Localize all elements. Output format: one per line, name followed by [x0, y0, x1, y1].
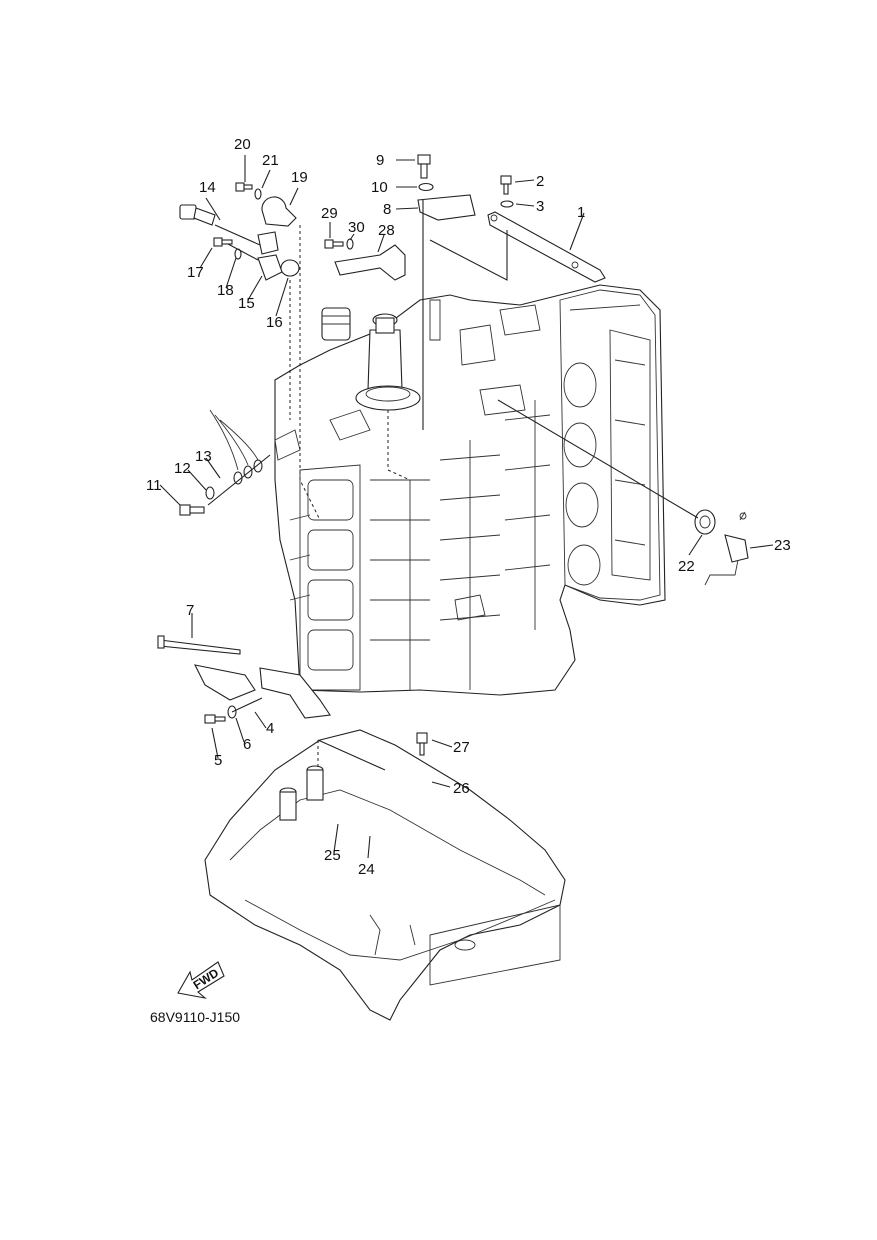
part-2-bolt: [500, 175, 512, 195]
callout-24: 24: [358, 861, 375, 878]
diagram-code: 68V9110-J150: [150, 1009, 240, 1025]
cylinder-ports: [563, 329, 651, 586]
part-28-bracket: [334, 244, 406, 281]
bottom-cowling: [204, 729, 566, 1021]
callout-21: 21: [262, 152, 279, 169]
callout-1: 1: [577, 204, 585, 221]
callout-numbers: 1 2 3 4 5 6 7 8 9 10 11 12 13 14 15 16 1…: [146, 136, 791, 878]
callout-29: 29: [321, 205, 338, 222]
callout-2: 2: [536, 173, 544, 190]
part-4-bracket: [194, 664, 256, 701]
crankshaft-top: [321, 307, 421, 411]
part-7-rod: [159, 639, 241, 655]
callout-26: 26: [453, 780, 470, 797]
callout-8: 8: [383, 201, 391, 218]
part-1-bracket: [487, 211, 606, 283]
callout-30: 30: [348, 219, 365, 236]
callout-4: 4: [266, 720, 274, 737]
engine-block: [274, 284, 666, 696]
part-12-washer: [205, 486, 215, 500]
callout-14: 14: [199, 179, 216, 196]
callout-9: 9: [376, 152, 384, 169]
callout-15: 15: [238, 295, 255, 312]
part-20-bolt: [235, 182, 253, 192]
callout-7: 7: [186, 602, 194, 619]
part-5-bolt: [204, 714, 226, 724]
callout-13: 13: [195, 448, 212, 465]
part-11-bolt: [179, 504, 205, 516]
part-21-washer: [254, 188, 262, 200]
part-16-grommet: [280, 259, 300, 277]
callout-5: 5: [214, 752, 222, 769]
part-13-wire-terminals: [209, 409, 263, 485]
callout-25: 25: [324, 847, 341, 864]
part-10-washer: [418, 182, 434, 192]
part-8-clamp: [417, 194, 476, 221]
part-9-bolt: [417, 154, 431, 179]
callout-20: 20: [234, 136, 251, 153]
part-14-sensor: [179, 204, 216, 226]
callout-22: 22: [678, 558, 695, 575]
callout-27: 27: [453, 739, 470, 756]
part-19-clamp: [261, 196, 297, 227]
part-17-bolt: [213, 237, 233, 247]
callout-23: 23: [774, 537, 791, 554]
callout-3: 3: [536, 198, 544, 215]
callout-18: 18: [217, 282, 234, 299]
leader-lines: [159, 155, 774, 859]
callout-11: 11: [146, 477, 162, 494]
part-29-bolt: [324, 239, 344, 249]
callout-10: 10: [371, 179, 388, 196]
callout-28: 28: [378, 222, 395, 239]
callout-19: 19: [291, 169, 308, 186]
callout-17: 17: [187, 264, 204, 281]
part-30-washer: [346, 238, 354, 250]
fwd-arrow-icon: FWD: [177, 961, 225, 999]
part-27-bolt: [416, 732, 428, 756]
part-23-wire: [704, 511, 749, 586]
callout-6: 6: [243, 736, 251, 753]
part-22-sensor: [694, 509, 716, 535]
callout-16: 16: [266, 314, 283, 331]
callout-12: 12: [174, 460, 191, 477]
part-3-washer: [500, 200, 514, 208]
